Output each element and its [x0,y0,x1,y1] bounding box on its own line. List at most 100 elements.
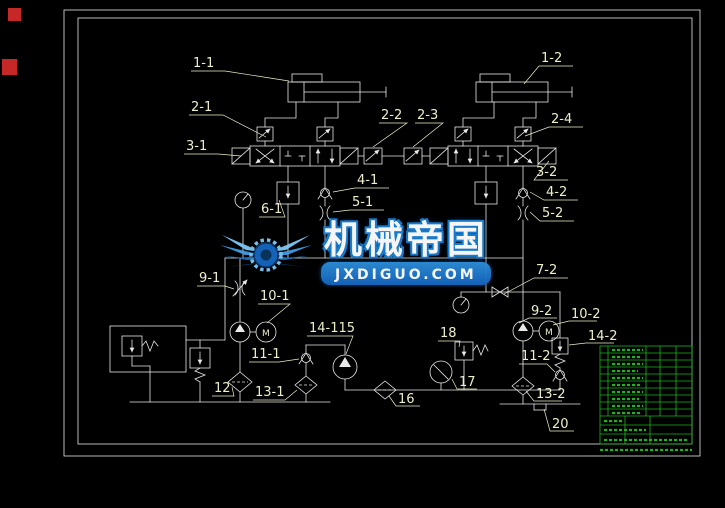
label-leader[interactable] [332,187,389,193]
check-valve-11-2[interactable] [552,369,568,382]
filter-13-2[interactable] [511,376,535,396]
relief-valve-14-2[interactable] [551,337,569,369]
label-leader[interactable] [529,211,574,222]
part-label[interactable]: 7-2 [536,263,557,278]
label-leader[interactable] [184,153,242,157]
throttle-5-1[interactable] [319,205,331,221]
part-label[interactable]: 18 [440,326,457,341]
part-label[interactable]: 12 [214,381,231,396]
part-label[interactable]: 14-2 [588,329,618,344]
part-label[interactable]: 11-1 [251,347,281,362]
label-leader[interactable] [525,390,562,402]
pump-motor-right[interactable] [512,320,560,342]
part-label[interactable]: 1-2 [541,51,562,66]
cylinder-1-1[interactable] [287,73,387,103]
filter-13-1[interactable] [294,375,318,395]
red-grip-left[interactable] [2,59,17,75]
part-label[interactable]: 4-1 [357,173,378,188]
part-label[interactable]: 5-2 [542,206,563,221]
part-label[interactable]: 11-2 [521,349,551,364]
label-leader[interactable] [259,199,286,218]
hydraulic-lines[interactable] [129,101,581,411]
label-leader[interactable] [307,335,354,355]
part-label[interactable]: 13-1 [255,385,285,400]
part-label[interactable]: 4-2 [546,185,567,200]
reducing-valve-6-1[interactable] [276,181,300,205]
filter-16[interactable] [373,380,397,400]
red-grip-markers[interactable] [2,8,21,75]
pilot-check-valve-2-4[interactable] [454,126,532,142]
pump-14[interactable] [332,354,358,380]
part-label[interactable]: M [262,329,270,339]
part-label[interactable]: 2-2 [381,108,402,123]
part-label[interactable]: 2-3 [417,108,438,123]
pilot-check-valve-2-1[interactable] [256,126,334,142]
watermark-brand: 机械帝国 [323,218,488,262]
label-leader[interactable] [518,317,557,324]
part-label[interactable]: 5-1 [352,195,373,210]
part-label[interactable]: 2-4 [551,112,572,127]
part-label[interactable]: 10-2 [571,307,601,322]
pump-motor-left[interactable] [229,321,277,343]
label-leader[interactable] [372,122,409,148]
label-leader[interactable] [189,114,267,138]
directional-valve-3-1[interactable] [231,145,359,167]
label-leader[interactable] [388,395,420,407]
cylinder-1-2[interactable] [475,73,573,103]
reducing-valve-right[interactable] [474,181,498,205]
label-leader[interactable] [519,363,556,373]
part-label[interactable]: 10-1 [260,289,290,304]
label-leader[interactable] [533,160,568,181]
label-leader[interactable] [451,378,477,390]
power-unit-box[interactable] [109,325,211,383]
valve-2-3[interactable] [403,147,423,165]
label-leader[interactable] [212,386,235,397]
label-leader[interactable] [249,358,300,363]
part-label[interactable]: M [545,328,553,338]
part-label[interactable]: 17 [459,375,476,390]
label-leader[interactable] [332,209,384,213]
part-label[interactable]: 3-1 [186,139,207,154]
label-leader[interactable] [529,191,578,201]
part-label[interactable]: 6-1 [261,202,282,217]
pressure-gauge-right[interactable] [452,296,470,314]
check-valve-4-1[interactable] [317,187,333,200]
valve-18[interactable] [454,341,489,361]
part-label[interactable]: 9-1 [199,271,220,286]
label-leader[interactable] [412,122,444,148]
watermark-site-bar: JXDIGUO.COM [321,262,491,285]
label-leader[interactable] [568,342,614,346]
label-leader[interactable] [543,408,574,432]
label-leader[interactable] [523,65,573,85]
pressure-gauge-left[interactable] [234,191,252,209]
filter-12[interactable] [227,371,253,393]
label-leader[interactable] [191,70,290,82]
throttle-5-2[interactable] [517,205,529,221]
red-grip-top[interactable] [8,8,21,21]
part-label[interactable]: 1-1 [193,56,214,71]
part-label[interactable]: 2-1 [191,100,212,115]
part-label[interactable]: 3-2 [536,165,557,180]
check-valve-11-1[interactable] [298,352,314,365]
valve-2-2[interactable] [363,147,383,165]
part-label[interactable]: 14-115 [309,321,355,336]
air-cleaner-17[interactable] [429,360,453,384]
flow-control-9-1[interactable] [232,279,248,297]
directional-valve-3-2[interactable] [429,145,557,167]
check-valve-4-2[interactable] [515,187,531,200]
title-block [599,345,693,452]
part-label[interactable]: 20 [552,417,569,432]
label-leader[interactable] [438,340,461,348]
label-leader[interactable] [552,320,597,326]
part-label[interactable]: 13-2 [536,387,566,402]
part-label[interactable]: 16 [398,392,415,407]
label-leader[interactable] [503,277,568,295]
part-label[interactable]: 9-2 [531,304,552,319]
label-leader[interactable] [253,389,298,401]
label-leader[interactable] [258,303,291,324]
label-leader[interactable] [197,285,235,290]
labels-layer: 1-1 2-1 3-1 2-2 2-3 1-2 2-4 3-2 4-1 5-1 6-1 4-2 5-2 7… [184,51,618,432]
label-leader[interactable] [524,126,583,137]
